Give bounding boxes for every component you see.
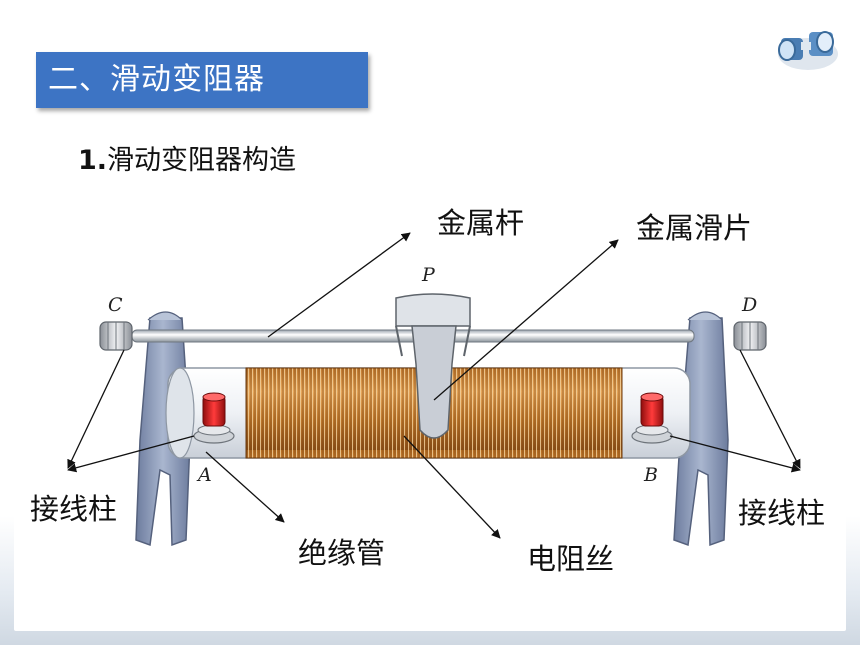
label-insulating-tube: 绝缘管 — [298, 536, 386, 570]
section-subtitle: 1.滑动变阻器构造 — [78, 138, 296, 177]
letter-p: P — [422, 264, 435, 286]
page-title: 二、滑动变阻器 — [48, 62, 265, 97]
subtitle-text: 滑动变阻器构造 — [107, 145, 297, 176]
label-resistance-wire: 电阻丝 — [527, 542, 615, 576]
title-banner: 二、滑动变阻器 — [36, 52, 368, 108]
metal-slider-shape — [395, 293, 471, 439]
end-cap-c — [99, 321, 133, 351]
terminal-knob-a — [193, 392, 235, 444]
letter-a: A — [198, 464, 212, 486]
letter-d: D — [742, 294, 758, 316]
label-metal-slider: 金属滑片 — [636, 211, 753, 245]
letter-c: C — [108, 294, 123, 316]
end-cap-d — [733, 321, 767, 351]
label-metal-rod: 金属杆 — [437, 206, 525, 240]
label-terminal-left: 接线柱 — [30, 492, 118, 526]
letter-b: B — [644, 464, 658, 486]
subtitle-number: 1. — [78, 145, 108, 176]
label-terminal-right: 接线柱 — [738, 496, 826, 530]
terminal-knob-b — [631, 392, 673, 444]
binoculars-icon — [778, 31, 838, 70]
pointer-lines — [67, 232, 801, 539]
